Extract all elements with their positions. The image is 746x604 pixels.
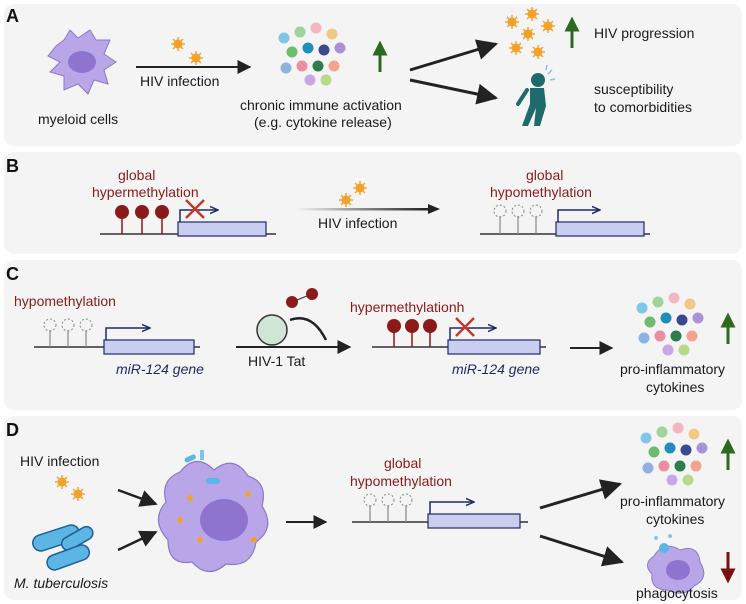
hiv-infection-label-d: HIV infection — [20, 453, 99, 469]
global-hypomethylation-line1: global — [526, 167, 563, 183]
hiv-virus-icon — [540, 18, 556, 34]
mir124-dna-methylated — [372, 319, 546, 355]
comorbid-label-line2: to comorbidities — [594, 99, 692, 115]
mtb-label: M. tuberculosis — [14, 575, 108, 591]
global-hypermethylation-line1: global — [118, 167, 155, 183]
cytokines-label-line2: cytokines — [646, 379, 704, 395]
infection-arrow — [296, 208, 428, 211]
sick-person-icon — [516, 64, 556, 126]
to-cytokines-arrow — [539, 479, 623, 510]
hiv-to-cell-arrow — [117, 488, 158, 507]
panel-b-letter: B — [6, 156, 19, 176]
hiv-virus-icon — [338, 192, 354, 208]
hiv-virus-icon — [508, 40, 524, 56]
hiv-progression-label: HIV progression — [594, 25, 694, 41]
hypomethylation-label: hypomethylation — [14, 293, 116, 309]
hiv1-tat-label: HIV-1 Tat — [248, 353, 305, 369]
phagocytosis-label: phagocytosis — [636, 585, 718, 601]
hiv-virus-icon — [170, 36, 186, 52]
progression-arrow — [409, 39, 499, 72]
panel-d-letter: D — [6, 420, 19, 440]
cytokines-label-line1: pro-inflammatory — [620, 361, 725, 377]
myeloid-cell-icon — [47, 29, 117, 95]
d-cytokines-line2: cytokines — [646, 511, 704, 527]
myeloid-cells-label: myeloid cells — [38, 111, 118, 127]
hiv-infection-label: HIV infection — [140, 73, 219, 89]
hiv-virus-icon — [54, 474, 70, 490]
phagocyte-icon — [647, 534, 705, 594]
activation-label-line2: (e.g. cytokine release) — [254, 114, 392, 130]
hypermethylation-label: hypermethylationh — [350, 299, 464, 315]
hiv-virus-icon — [504, 14, 520, 30]
to-phagocytosis-arrow — [539, 534, 625, 567]
d-global-line1: global — [384, 455, 421, 471]
comorbid-label-line1: susceptibility — [594, 81, 673, 97]
hiv-virus-icon — [70, 486, 86, 502]
mycobacterium-icon — [32, 524, 94, 571]
panel-c-letter: C — [6, 264, 19, 284]
hiv-virus-icon — [188, 50, 204, 66]
mir124-gene-label: miR-124 gene — [116, 361, 204, 377]
mir124-dna-unmethylated — [34, 318, 200, 355]
global-hypomethylation-line2: hypomethylation — [490, 184, 592, 200]
global-hypermethylation-line2: hypermethylation — [92, 184, 199, 200]
mir124-gene-label-right: miR-124 gene — [452, 361, 540, 377]
hiv-virus-icon — [524, 6, 540, 22]
comorbid-arrow — [409, 78, 499, 105]
d-cytokines-line1: pro-inflammatory — [620, 493, 725, 509]
blocked-cross-icon — [455, 317, 475, 337]
d-hypomethylation-line2: hypomethylation — [350, 473, 452, 489]
blocked-cross-icon — [185, 199, 205, 219]
dna-strand-unmethylated — [480, 204, 650, 237]
panel-a-bg — [4, 4, 742, 146]
activation-label-line1: chronic immune activation — [240, 97, 402, 113]
panel-c-bg — [4, 260, 742, 410]
hiv-virus-icon — [520, 26, 536, 42]
mtb-to-cell-arrow — [117, 530, 158, 552]
hiv-virus-icon — [352, 180, 368, 196]
hiv-virus-icon — [530, 44, 546, 60]
dna-strand-unmethylated-d — [352, 493, 528, 529]
panel-a-letter: A — [6, 6, 19, 26]
panel-b-bg — [4, 152, 742, 254]
hiv-infection-label-b: HIV infection — [318, 215, 397, 231]
dna-strand-methylated — [100, 205, 276, 237]
infected-macrophage-icon — [157, 450, 269, 573]
tat-protein-icon — [256, 288, 328, 346]
